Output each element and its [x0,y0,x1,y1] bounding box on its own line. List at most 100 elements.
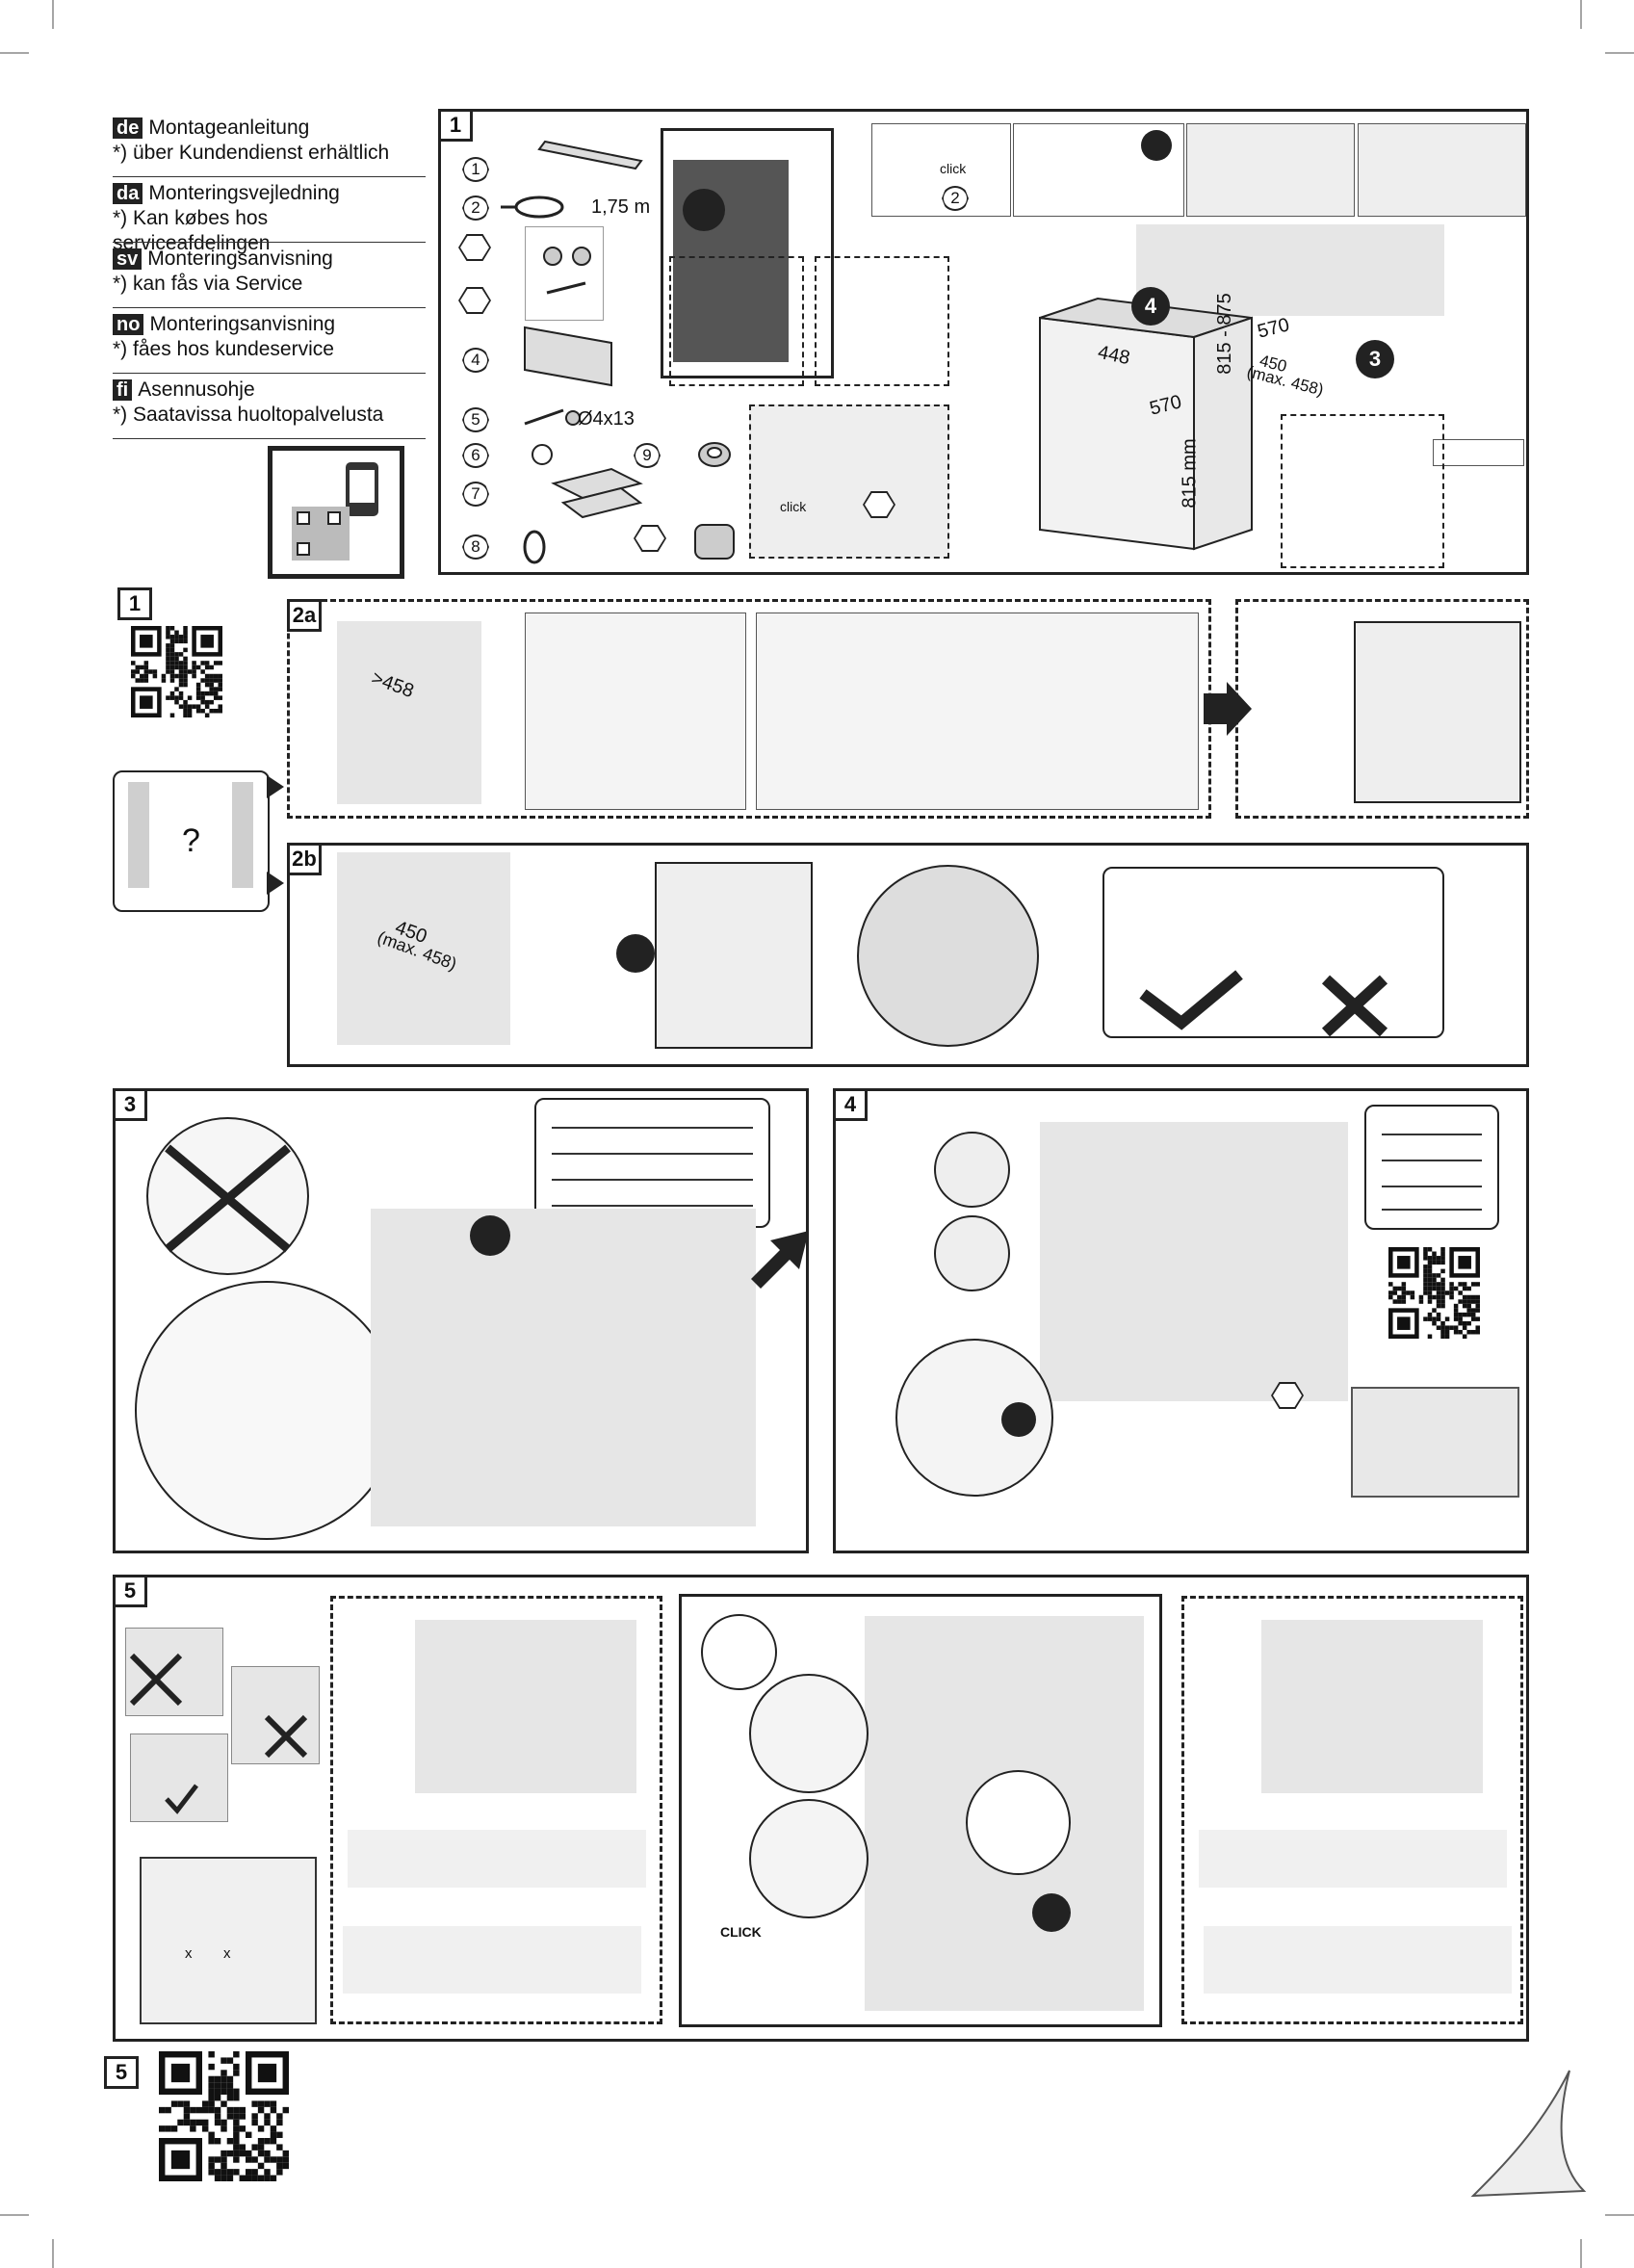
part-number: 5 [462,407,489,432]
screw-size: Ø4x13 [578,408,635,430]
illus-box-a [669,256,804,386]
illus-cover-open [1358,123,1526,217]
dim-min-depth: >458 [368,666,417,703]
step-badge: 5 [113,1575,147,1607]
part-number: 1 [462,157,489,182]
illus-strip [1013,123,1184,217]
step-badge: 1 [117,587,152,620]
part-number: 2 [462,196,489,221]
grommet-icon [698,442,731,467]
door-hinge-b [1181,1596,1523,2024]
illus-installation-tools [661,128,834,378]
dim-height: 815 mm [1179,438,1201,508]
illus-dishwasher-front [1040,1122,1348,1401]
step-badge: 2a [287,599,322,632]
zoom-detail-circle [857,865,1039,1047]
screw-bag [525,226,604,321]
screw-icon [524,408,581,426]
lang-note: *) Saatavissa huoltopalvelusta [113,404,384,426]
lang-code: no [113,314,144,335]
illus-cover [1186,123,1355,217]
lang-title: Montageanleitung [148,117,310,139]
illus-no-water [1281,414,1444,568]
step-dot [1141,130,1172,161]
step-badge: 2b [287,843,322,875]
click-label: click [780,499,807,514]
app-qr-box [268,446,404,579]
qr-code [159,2051,289,2181]
part-strip [537,140,643,170]
lang-note: *) über Kundendienst erhältlich [113,142,390,164]
dishwasher-diagram [1039,297,1253,551]
question-mark: ? [182,822,200,859]
power-cable-icon [501,196,564,219]
lang-note: *) fåes hos kundeservice [113,338,334,360]
niche-width-question: ? [113,770,270,912]
qr-code [131,626,222,717]
door-panel-screws: CLICK [679,1594,1162,2027]
qr-code [1388,1247,1480,1339]
part-number: 2 [942,186,969,211]
divider [113,438,426,439]
illus-box-b [815,256,949,386]
arrow-right-icon [1204,682,1252,736]
part-number: 6 [462,443,489,468]
illus-niche: >458 [337,621,481,804]
divider [113,176,426,177]
lang-note: *) kan fås via Service [113,273,303,295]
step-dot [616,934,655,973]
section-2a-detail [1235,599,1529,819]
blank-label [1433,439,1524,466]
hex-marker [634,525,666,552]
note-box [1364,1105,1499,1230]
lang-note: *) Kan købes hos serviceafdelingen [113,207,271,254]
step-badge: 5 [104,2056,139,2089]
no-kinked-hose-circle [146,1117,309,1275]
branch-arrows [267,775,284,895]
axis-x: x [185,1945,193,1962]
zoom-top-gap [934,1132,1010,1208]
lang-title: Asennusohje [138,378,255,401]
illus-niche-2b: 450 (max. 458) [337,852,510,1045]
step-badge: 1 [438,109,473,142]
step-dot: 4 [1131,287,1170,326]
illus-install-dishwasher [371,1209,756,1526]
step-dot [683,189,725,231]
lang-title: Monteringsanvisning [149,313,336,335]
zoom-top-ok [934,1215,1010,1291]
illus-click-feet: click [749,404,949,559]
hose-clamp-icon [523,530,546,564]
click-label: click [940,161,967,176]
grommet-right-wrong [1102,867,1444,1038]
door-hinge-a [330,1596,662,2024]
axis-x: x [223,1945,231,1962]
lang-title: Monteringsvejledning [148,182,340,204]
illus-hose-click: click 2 [871,123,1011,217]
part-number: 7 [462,482,489,507]
step-badge: 4 [833,1088,868,1121]
zoom-hose-feet [135,1281,399,1540]
part-number: 8 [462,534,489,560]
bracket-icon [551,467,643,519]
lang-code: sv [113,248,143,270]
cable-length: 1,75 m [591,196,651,218]
divider [113,373,426,374]
step-dot [1032,1893,1071,1932]
divider [113,242,426,243]
page-turn-icon [1470,2070,1587,2198]
step-dot [1001,1402,1036,1437]
illus-dishwasher-2b [655,862,813,1049]
lang-code: da [113,183,143,204]
arrow-up-right-icon [751,1231,809,1289]
step-badge: 3 [113,1088,147,1121]
illus-level-adjust [1351,1387,1519,1498]
dim-height-range: 815 - 875 [1213,293,1235,375]
countertop [1136,224,1444,316]
part-number: 9 [634,443,661,468]
part-number: 4 [462,348,489,373]
